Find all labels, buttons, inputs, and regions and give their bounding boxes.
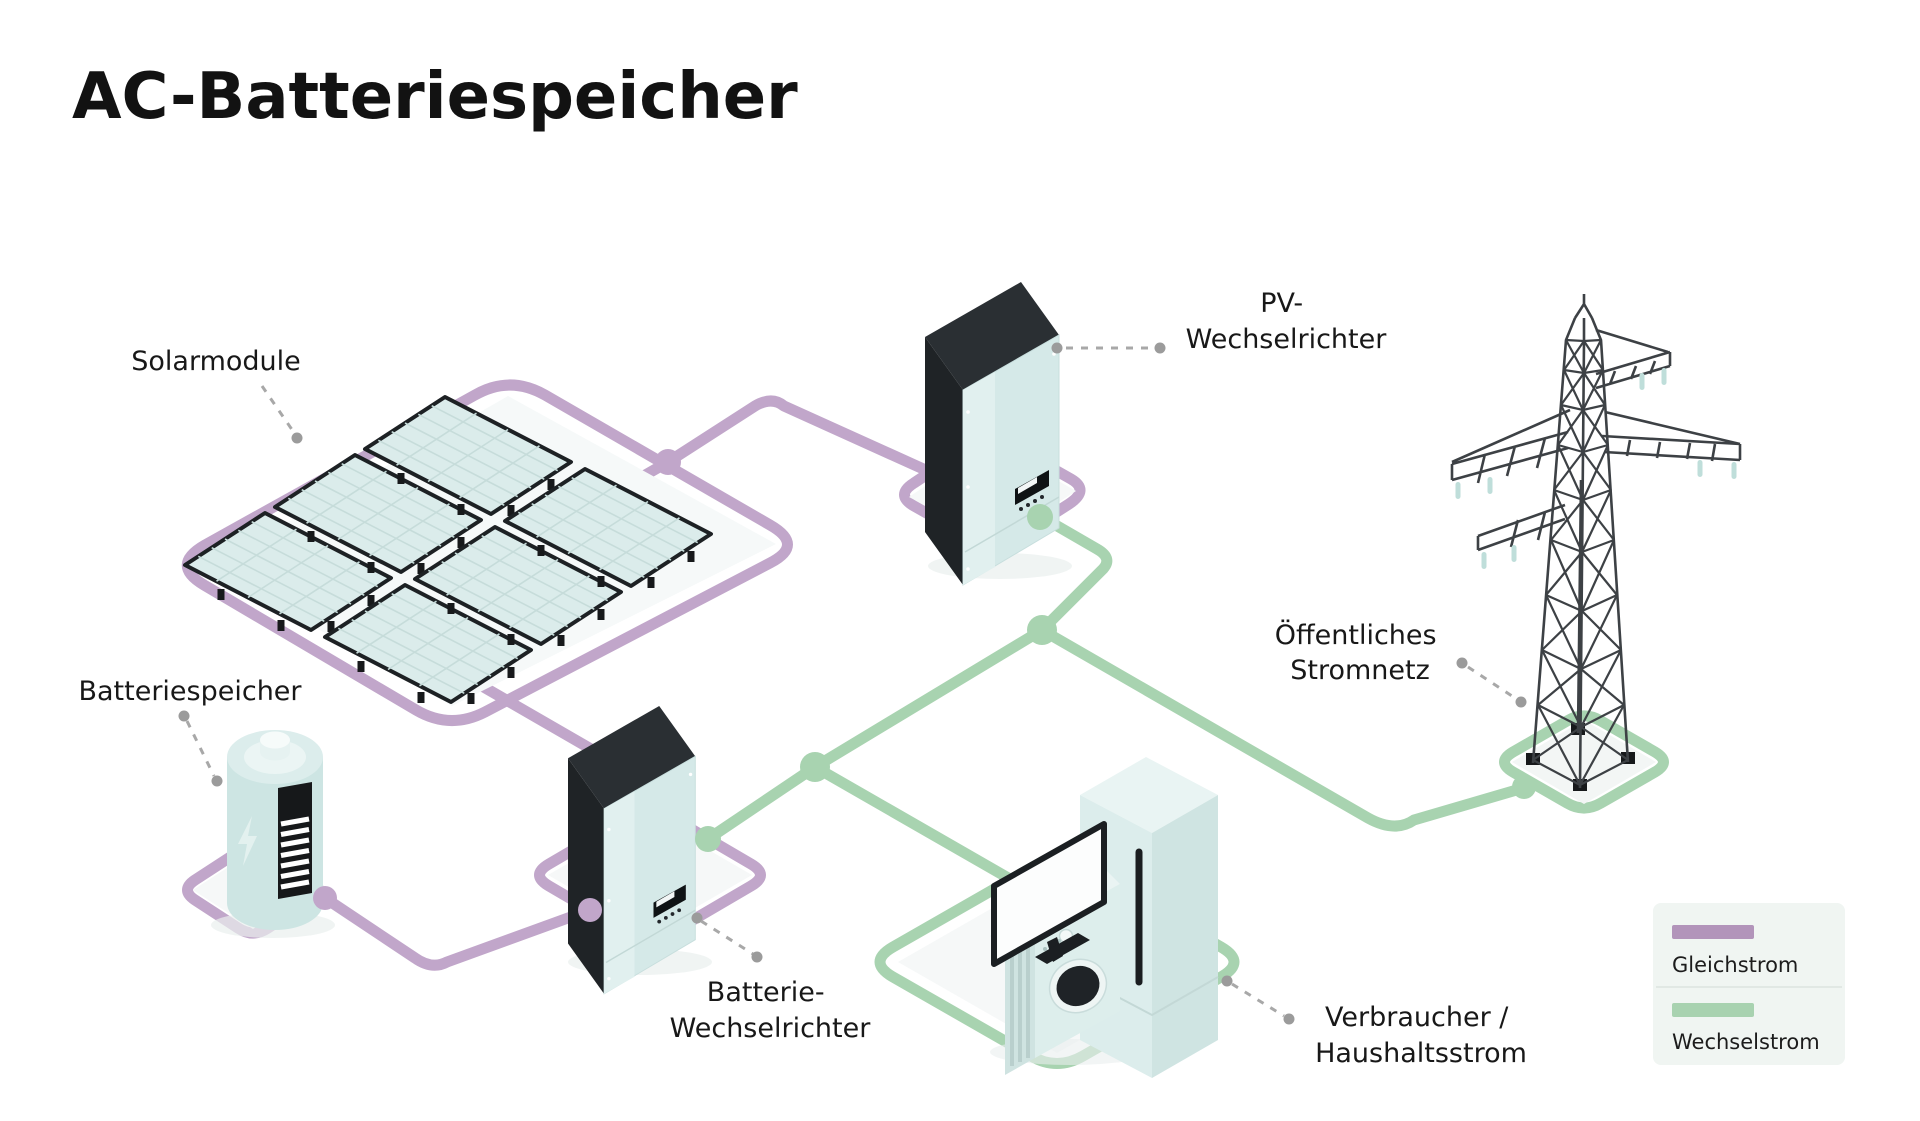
tv xyxy=(991,821,1107,967)
ac-node-battery-inverter xyxy=(695,826,721,852)
label-batterie-wechselrichter: Batterie- Wechselrichter xyxy=(670,977,872,1044)
ac-outline-grid xyxy=(1499,710,1669,814)
ac-junction-nodes xyxy=(695,504,1536,852)
ac-line-branch-to-consumers xyxy=(809,761,1016,885)
dc-node-battery-inverter xyxy=(578,898,602,922)
ac-node-main-junction xyxy=(1027,615,1057,645)
ac-line-branch-to-battery-inverter xyxy=(702,761,821,845)
label-oeffentliches-stromnetz: Öffentliches Stromnetz xyxy=(1275,619,1445,686)
page-title: AC-Batteriespeicher xyxy=(72,60,798,134)
ac-line-junction-to-branch xyxy=(809,624,1048,773)
dc-line-battery-to-battery-inverter xyxy=(319,892,596,971)
legend-label-wechselstrom: Wechselstrom xyxy=(1672,1030,1820,1054)
power-tower xyxy=(1450,294,1742,791)
label-pv-wechselrichter: PV- Wechselrichter xyxy=(1186,288,1388,355)
label-solarmodule: Solarmodule xyxy=(131,346,301,377)
legend-swatch-gleichstrom xyxy=(1672,925,1754,939)
ac-node-pv-inverter xyxy=(1027,504,1053,530)
ac-node-grid xyxy=(1512,775,1536,799)
battery-device xyxy=(227,730,323,930)
dc-node-solar xyxy=(655,449,681,475)
dc-outline-solar xyxy=(181,379,793,726)
ac-lines xyxy=(702,510,1669,1069)
ac-line-pv-to-junction xyxy=(1034,510,1113,630)
legend-swatch-wechselstrom xyxy=(1672,1003,1754,1017)
ac-node-branch xyxy=(800,752,830,782)
label-verbraucher-haushaltsstrom: Verbraucher / Haushaltsstrom xyxy=(1315,1002,1527,1069)
ac-line-junction-to-grid xyxy=(1036,624,1526,832)
battery-inverter-device xyxy=(567,705,697,995)
dc-line-solar-to-pv-inverter xyxy=(662,395,936,478)
dc-node-battery xyxy=(313,886,337,910)
legend: Gleichstrom Wechselstrom xyxy=(1653,903,1845,1065)
legend-label-gleichstrom: Gleichstrom xyxy=(1672,953,1798,977)
household-appliances xyxy=(990,757,1219,1078)
leader-lines xyxy=(178,342,1527,1025)
dc-junction-nodes xyxy=(313,449,681,922)
pv-inverter-device xyxy=(924,281,1060,586)
lightning-bolt-icon xyxy=(238,816,257,866)
battery-charge-indicator xyxy=(278,782,312,899)
label-batteriespeicher: Batteriespeicher xyxy=(78,676,302,707)
